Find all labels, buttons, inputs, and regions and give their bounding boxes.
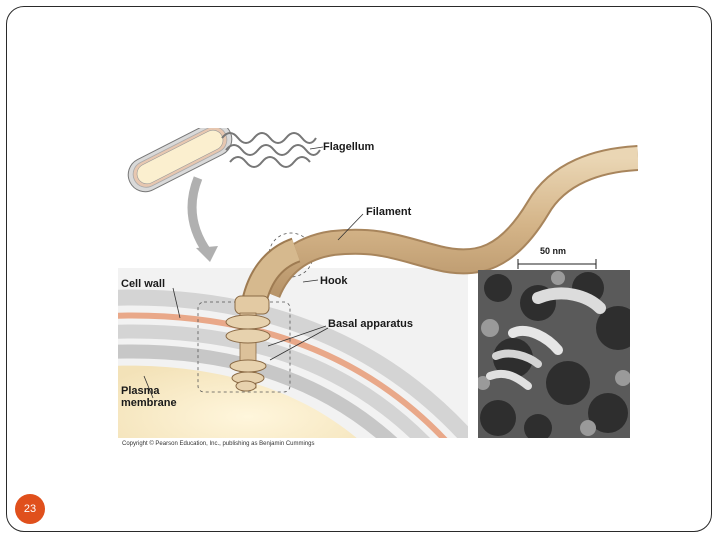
page-number: 23 [23, 503, 37, 515]
leader-flagellum [309, 146, 324, 150]
scale-bar [517, 259, 597, 269]
flagellum-figure: Flagellum Filament Cell wall Hook Basal … [118, 128, 638, 458]
basal-rings [225, 314, 271, 392]
bacterium-cell [127, 128, 233, 193]
page-number-badge: 23 [15, 494, 45, 524]
basal-dashed-box [197, 301, 291, 393]
label-cell-wall: Cell wall [121, 278, 166, 290]
label-plasma: Plasma [121, 385, 160, 397]
label-hook: Hook [320, 275, 348, 287]
flagellum-diagram [118, 128, 638, 438]
label-filament: Filament [366, 206, 412, 218]
label-basal-apparatus: Basal apparatus [328, 318, 413, 330]
scale-bar-label: 50 nm [540, 246, 567, 256]
curved-arrow-icon [187, 176, 212, 256]
cell-envelope [118, 268, 468, 438]
hook-base [234, 295, 270, 315]
electron-micrograph [478, 270, 630, 438]
leader-lines [143, 213, 364, 399]
curved-arrow-head-icon [196, 246, 218, 262]
flagella-wavy [221, 132, 321, 168]
copyright-text: Copyright © Pearson Education, Inc., pub… [122, 441, 315, 447]
label-membrane: membrane [121, 397, 177, 409]
label-flagellum: Flagellum [323, 141, 375, 153]
slide-frame [6, 6, 712, 532]
